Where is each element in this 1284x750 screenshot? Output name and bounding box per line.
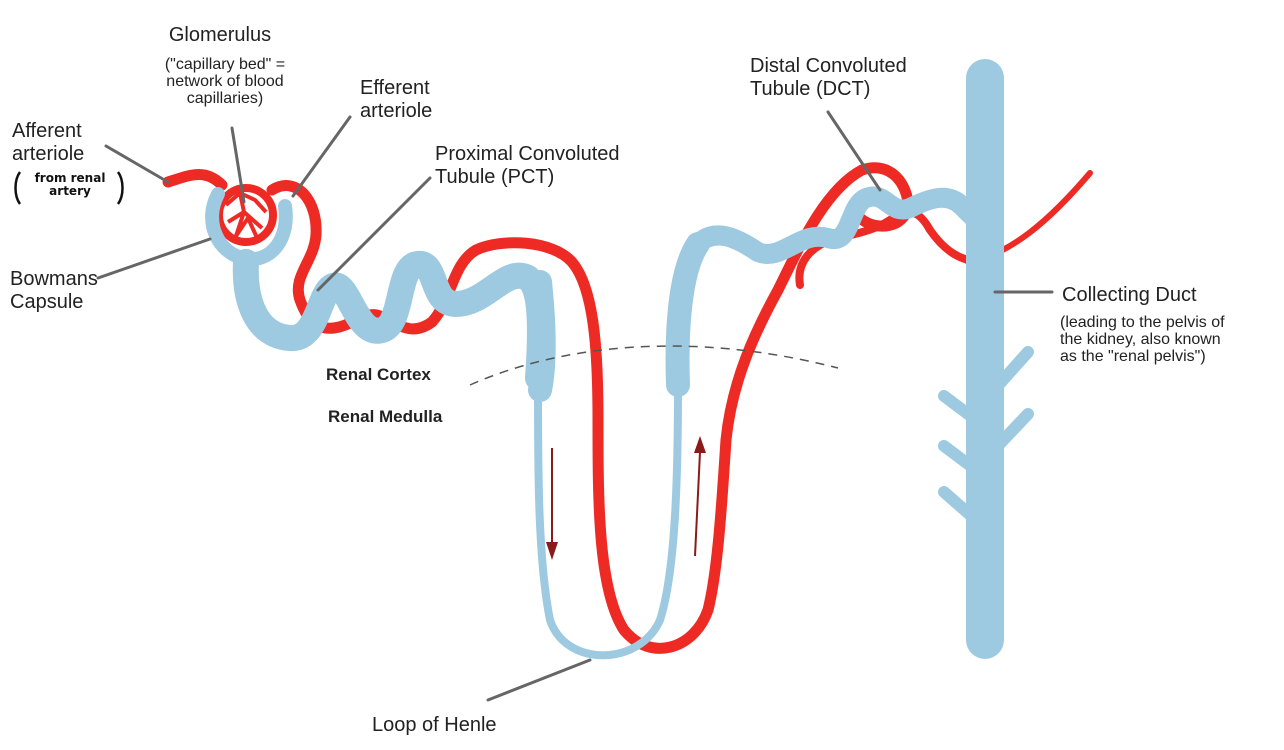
cortex-medulla-boundary xyxy=(469,345,839,386)
dct-label: Distal Convoluted Tubule (DCT) xyxy=(750,55,907,101)
leader-afferent xyxy=(104,144,170,184)
dct-line-1: Distal Convoluted xyxy=(750,55,907,77)
bowmans-line-2: Capsule xyxy=(10,291,84,313)
glomerulus-note-line-2: network of blood xyxy=(166,73,284,90)
pct-label: Proximal Convoluted Tubule (PCT) xyxy=(435,143,620,189)
loop-ascending-thick xyxy=(665,232,710,397)
loop-descending-limb xyxy=(534,381,682,660)
afferent-line-2: arteriole xyxy=(12,143,85,165)
pct-shape xyxy=(232,249,553,391)
bowmans-line-1: Bowmans xyxy=(10,268,98,290)
glomerulus-note-line-1: ("capillary bed" = xyxy=(164,56,286,73)
bowmans-capsule-label: Bowmans Capsule xyxy=(10,268,98,314)
afferent-arteriole-vessel xyxy=(162,169,228,191)
afferent-note-line-1: from renal xyxy=(34,171,106,185)
glomerulus-note: ("capillary bed" = network of blood capi… xyxy=(135,56,315,107)
dct-shape xyxy=(688,186,995,264)
leader-bowmans xyxy=(96,237,212,280)
glomerulus-label: Glomerulus xyxy=(168,24,272,46)
collecting-duct-note: (leading to the pelvis of the kidney, al… xyxy=(1060,314,1225,365)
collecting-note-line-1: (leading to the pelvis of xyxy=(1060,314,1225,331)
collecting-duct-branches xyxy=(938,346,1034,526)
afferent-line-1: Afferent xyxy=(12,120,82,142)
renal-medulla-label: Renal Medulla xyxy=(328,407,443,426)
collecting-note-line-2: the kidney, also known xyxy=(1060,331,1221,348)
glomerulus xyxy=(215,184,277,246)
arrow-up xyxy=(694,451,701,557)
afferent-note-bracket-right xyxy=(116,171,124,205)
afferent-note-bracket-left xyxy=(14,171,22,205)
collecting-note-line-3: as the "renal pelvis") xyxy=(1060,348,1206,365)
loop-of-henle-label: Loop of Henle xyxy=(372,714,497,736)
leader-loop xyxy=(486,658,592,702)
renal-cortex-label: Renal Cortex xyxy=(326,365,431,384)
arrow-up-head xyxy=(694,436,706,453)
arrow-down-head xyxy=(546,542,558,560)
glomerulus-note-line-3: capillaries) xyxy=(186,90,264,107)
leader-lines xyxy=(96,110,1054,702)
afferent-note-line-2: artery xyxy=(49,184,91,198)
leader-pct xyxy=(316,176,432,292)
peritubular-capillary xyxy=(795,208,988,289)
leader-dct xyxy=(826,110,882,192)
dct-line-2: Tubule (DCT) xyxy=(750,78,871,100)
pct-bulb xyxy=(528,270,556,402)
efferent-arteriole-label: Efferent arteriole xyxy=(360,77,432,123)
afferent-arteriole-label: Afferent arteriole xyxy=(12,120,84,166)
pct-line-2: Tubule (PCT) xyxy=(435,166,555,188)
leader-efferent xyxy=(291,115,352,198)
collecting-duct-label: Collecting Duct xyxy=(1062,284,1197,306)
renal-tubule xyxy=(205,59,1034,660)
pct-line-1: Proximal Convoluted xyxy=(435,143,620,165)
afferent-handwritten-note: from renal artery xyxy=(26,172,114,198)
efferent-line-1: Efferent xyxy=(360,77,430,99)
leader-glomerulus xyxy=(230,126,246,204)
flow-arrows xyxy=(546,436,706,560)
efferent-line-2: arteriole xyxy=(360,100,433,122)
